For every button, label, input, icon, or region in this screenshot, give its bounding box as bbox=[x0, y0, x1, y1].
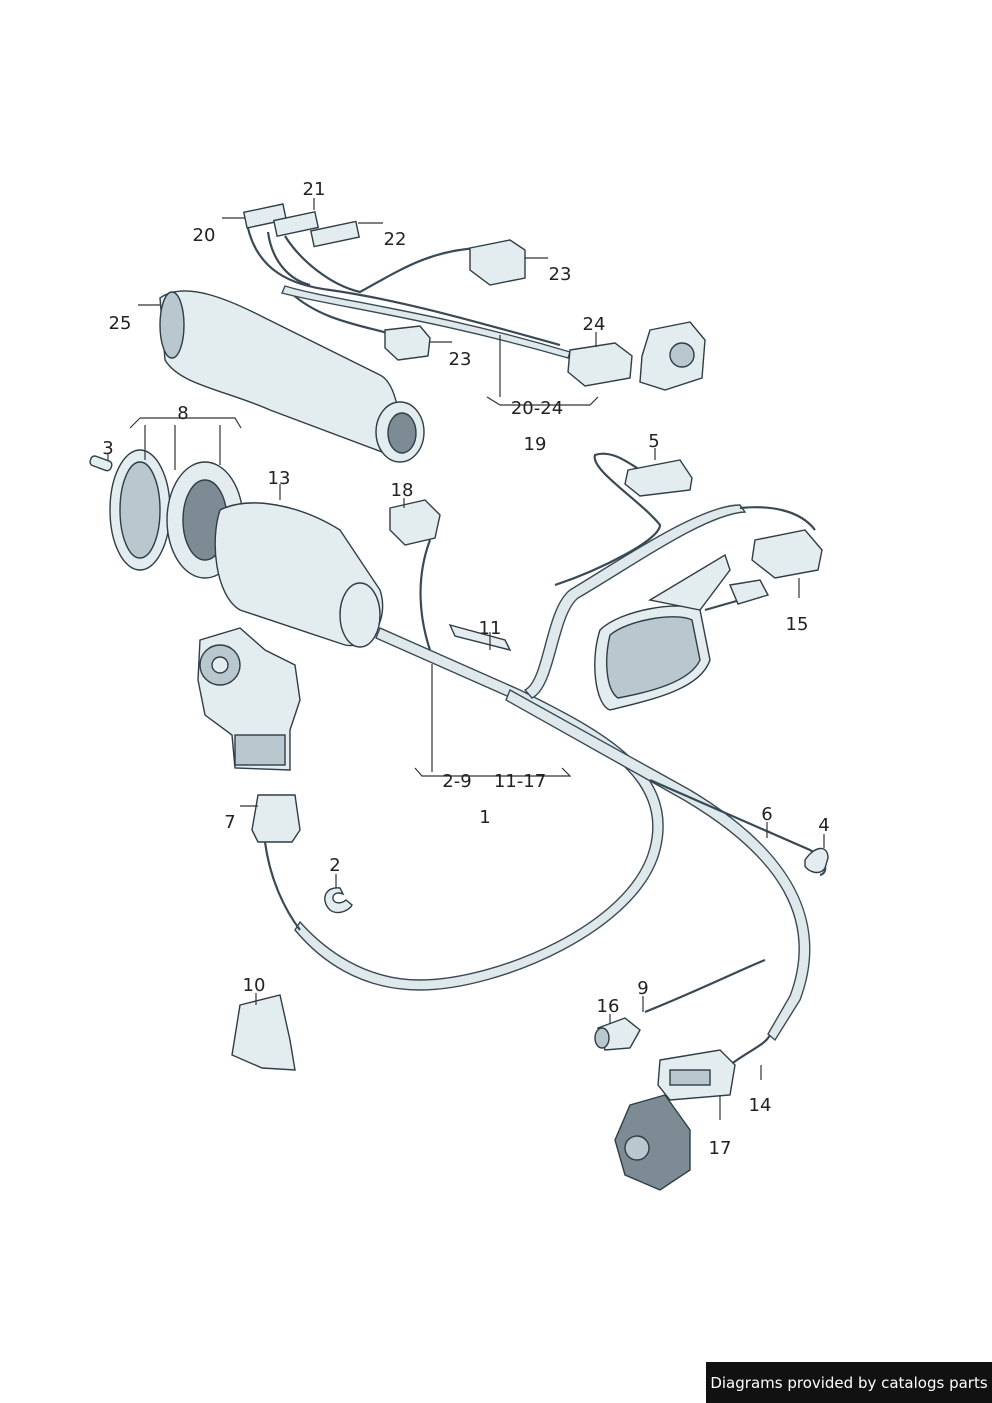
label-13: 13 bbox=[268, 468, 291, 489]
label-21: 21 bbox=[303, 179, 326, 200]
upper-harness-19 bbox=[242, 203, 706, 391]
label-24: 24 bbox=[583, 314, 606, 335]
connector-23-lower bbox=[384, 325, 431, 361]
connector-7 bbox=[251, 794, 301, 931]
label-7: 7 bbox=[224, 812, 235, 833]
label-6: 6 bbox=[761, 804, 772, 825]
label-1: 1 bbox=[479, 807, 490, 828]
label-5: 5 bbox=[648, 431, 659, 452]
connector-15 bbox=[751, 529, 823, 579]
clip-11 bbox=[448, 623, 512, 652]
range-2-9: 2-9 bbox=[442, 771, 471, 792]
label-23-upper: 23 bbox=[549, 264, 572, 285]
label-20: 20 bbox=[193, 225, 216, 246]
connector-5 bbox=[624, 459, 693, 497]
main-harness-1 bbox=[294, 452, 829, 1066]
label-23-lower: 23 bbox=[449, 349, 472, 370]
label-18: 18 bbox=[391, 480, 414, 501]
label-19: 19 bbox=[524, 434, 547, 455]
connector-22 bbox=[310, 220, 360, 248]
mirror-assembly bbox=[594, 553, 770, 711]
label-4: 4 bbox=[818, 815, 829, 836]
label-2: 2 bbox=[329, 855, 340, 876]
attribution-text: Diagrams provided by catalogs parts bbox=[710, 1373, 988, 1392]
plug-4 bbox=[804, 847, 829, 874]
leader-lines bbox=[107, 198, 825, 1120]
pin-3 bbox=[89, 455, 113, 472]
label-3: 3 bbox=[102, 438, 113, 459]
connector-16 bbox=[594, 1017, 641, 1051]
label-22: 22 bbox=[384, 229, 407, 250]
attribution-banner: Diagrams provided by catalogs parts bbox=[706, 1362, 992, 1403]
label-15: 15 bbox=[786, 614, 809, 635]
label-11: 11 bbox=[479, 618, 502, 639]
cover-10 bbox=[231, 994, 296, 1071]
label-25: 25 bbox=[109, 313, 132, 334]
range-11-17: 11-17 bbox=[494, 771, 546, 792]
window-motor bbox=[197, 627, 301, 771]
connector-23-upper bbox=[469, 239, 526, 286]
label-14: 14 bbox=[749, 1095, 772, 1116]
clip-2 bbox=[324, 887, 353, 914]
lock-housing bbox=[614, 1094, 691, 1191]
label-10: 10 bbox=[243, 975, 266, 996]
callout-labels: 21 20 22 23 25 24 23 20-24 19 8 5 3 13 1… bbox=[102, 179, 829, 1159]
connector-21 bbox=[272, 210, 320, 238]
label-9: 9 bbox=[637, 978, 648, 999]
label-17: 17 bbox=[709, 1138, 732, 1159]
label-8: 8 bbox=[177, 403, 188, 424]
connector-17 bbox=[657, 1049, 736, 1101]
label-16: 16 bbox=[597, 996, 620, 1017]
grommet-25 bbox=[159, 290, 425, 463]
connector-18 bbox=[389, 499, 441, 546]
grommet-13-assembly bbox=[89, 449, 384, 648]
connector-24 bbox=[567, 342, 633, 387]
connector-20 bbox=[242, 203, 288, 229]
range-20-24: 20-24 bbox=[511, 398, 563, 419]
